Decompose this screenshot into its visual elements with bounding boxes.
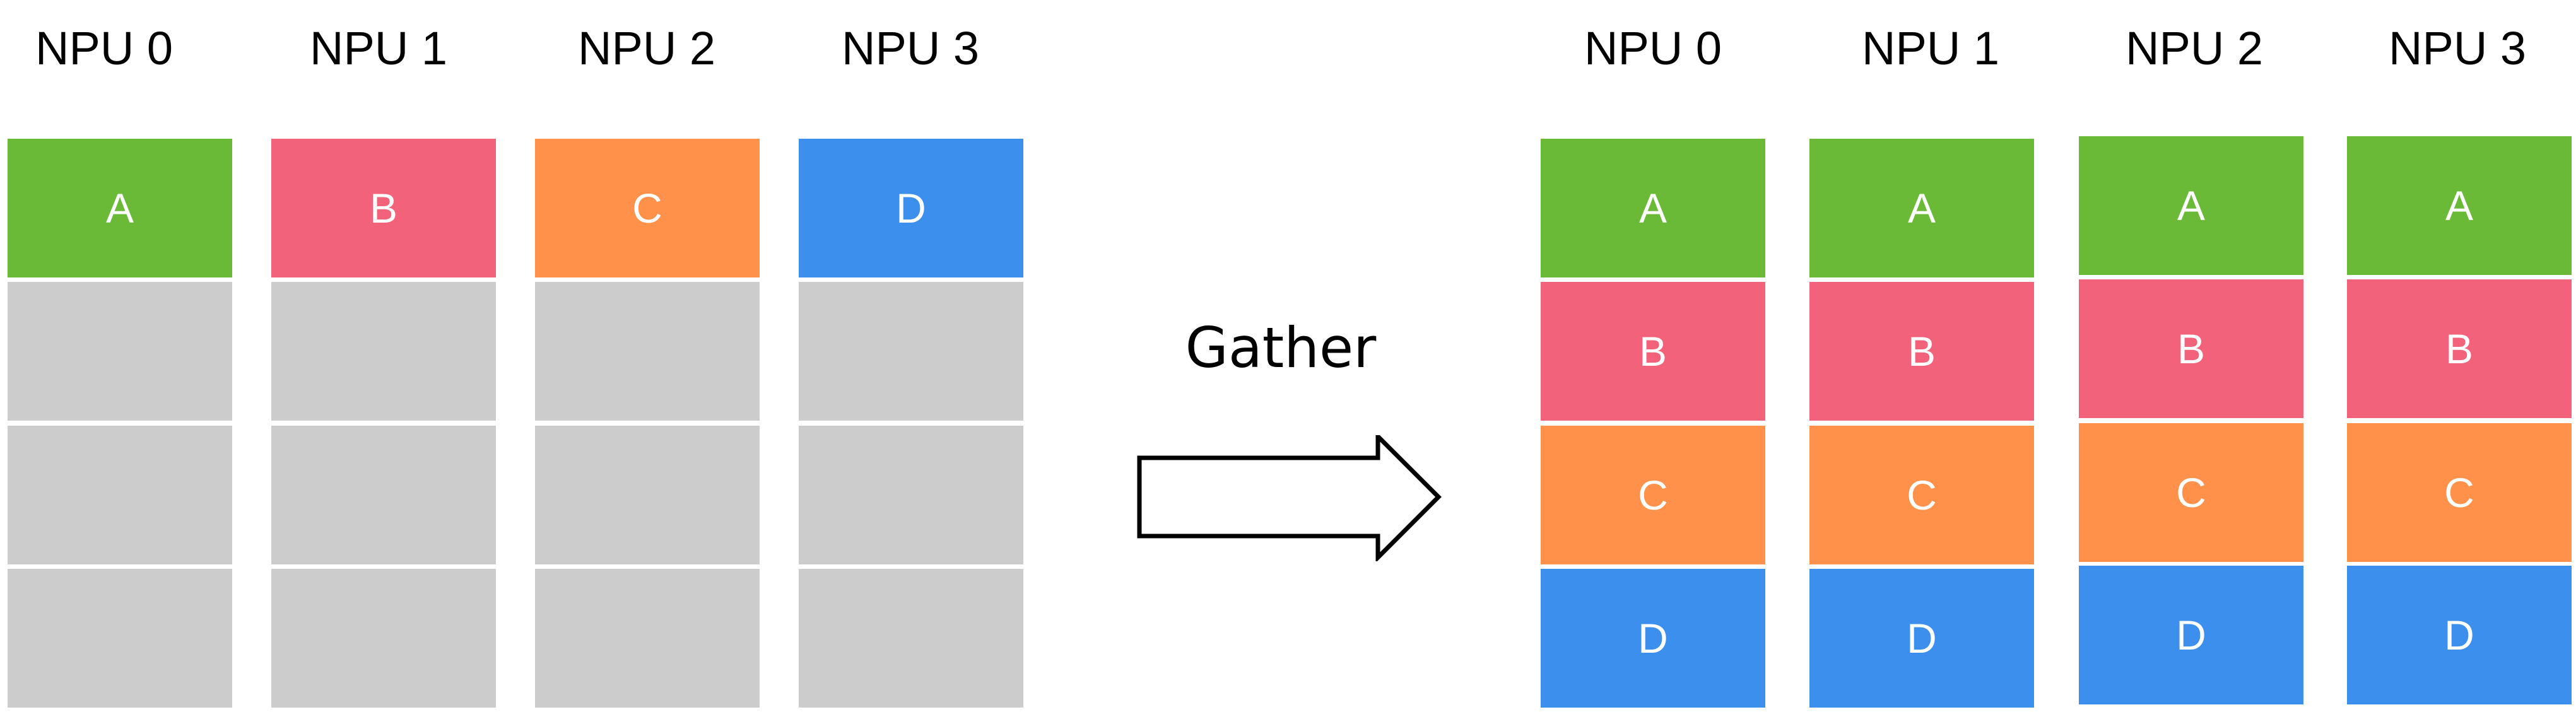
left-npu-0-block-1 [8, 282, 232, 421]
left-npu-1-block-2 [271, 426, 496, 564]
right-npu-2-block-2: C [2079, 423, 2303, 562]
left-npu-0-block-0: A [8, 139, 232, 277]
left-npu-label-1: NPU 1 [310, 22, 447, 74]
right-npu-label-0: NPU 0 [1584, 22, 1722, 74]
right-npu-label-2: NPU 2 [2126, 22, 2263, 74]
right-npu-2-block-0: A [2079, 136, 2303, 275]
left-npu-0-block-2 [8, 426, 232, 564]
left-npu-3-block-3 [799, 569, 1023, 708]
right-npu-1-block-2: C [1809, 426, 2034, 564]
right-npu-0-block-2: C [1541, 426, 1765, 564]
left-npu-2-block-1 [535, 282, 760, 421]
right-npu-0-block-3: D [1541, 569, 1765, 708]
left-npu-2-block-2 [535, 426, 760, 564]
right-npu-3-block-3: D [2347, 566, 2572, 704]
right-npu-label-1: NPU 1 [1862, 22, 1999, 74]
left-npu-label-3: NPU 3 [842, 22, 979, 74]
left-npu-3-block-1 [799, 282, 1023, 421]
left-npu-label-2: NPU 2 [578, 22, 715, 74]
right-npu-2-block-1: B [2079, 279, 2303, 418]
right-npu-3-block-0: A [2347, 136, 2572, 275]
left-npu-3-block-2 [799, 426, 1023, 564]
right-npu-label-3: NPU 3 [2389, 22, 2526, 74]
left-npu-label-0: NPU 0 [35, 22, 173, 74]
left-npu-2-block-0: C [535, 139, 760, 277]
left-npu-1-block-1 [271, 282, 496, 421]
right-npu-2-block-3: D [2079, 566, 2303, 704]
right-npu-3-block-1: B [2347, 279, 2572, 418]
gather-label: Gather [1185, 315, 1377, 380]
left-npu-3-block-0: D [799, 139, 1023, 277]
left-npu-0-block-3 [8, 569, 232, 708]
left-npu-1-block-0: B [271, 139, 496, 277]
left-npu-1-block-3 [271, 569, 496, 708]
right-npu-1-block-3: D [1809, 569, 2034, 708]
right-npu-0-block-1: B [1541, 282, 1765, 421]
right-arrow-icon [1137, 435, 1442, 561]
right-npu-3-block-2: C [2347, 423, 2572, 562]
right-npu-0-block-0: A [1541, 139, 1765, 277]
right-npu-1-block-0: A [1809, 139, 2034, 277]
right-npu-1-block-1: B [1809, 282, 2034, 421]
left-npu-2-block-3 [535, 569, 760, 708]
